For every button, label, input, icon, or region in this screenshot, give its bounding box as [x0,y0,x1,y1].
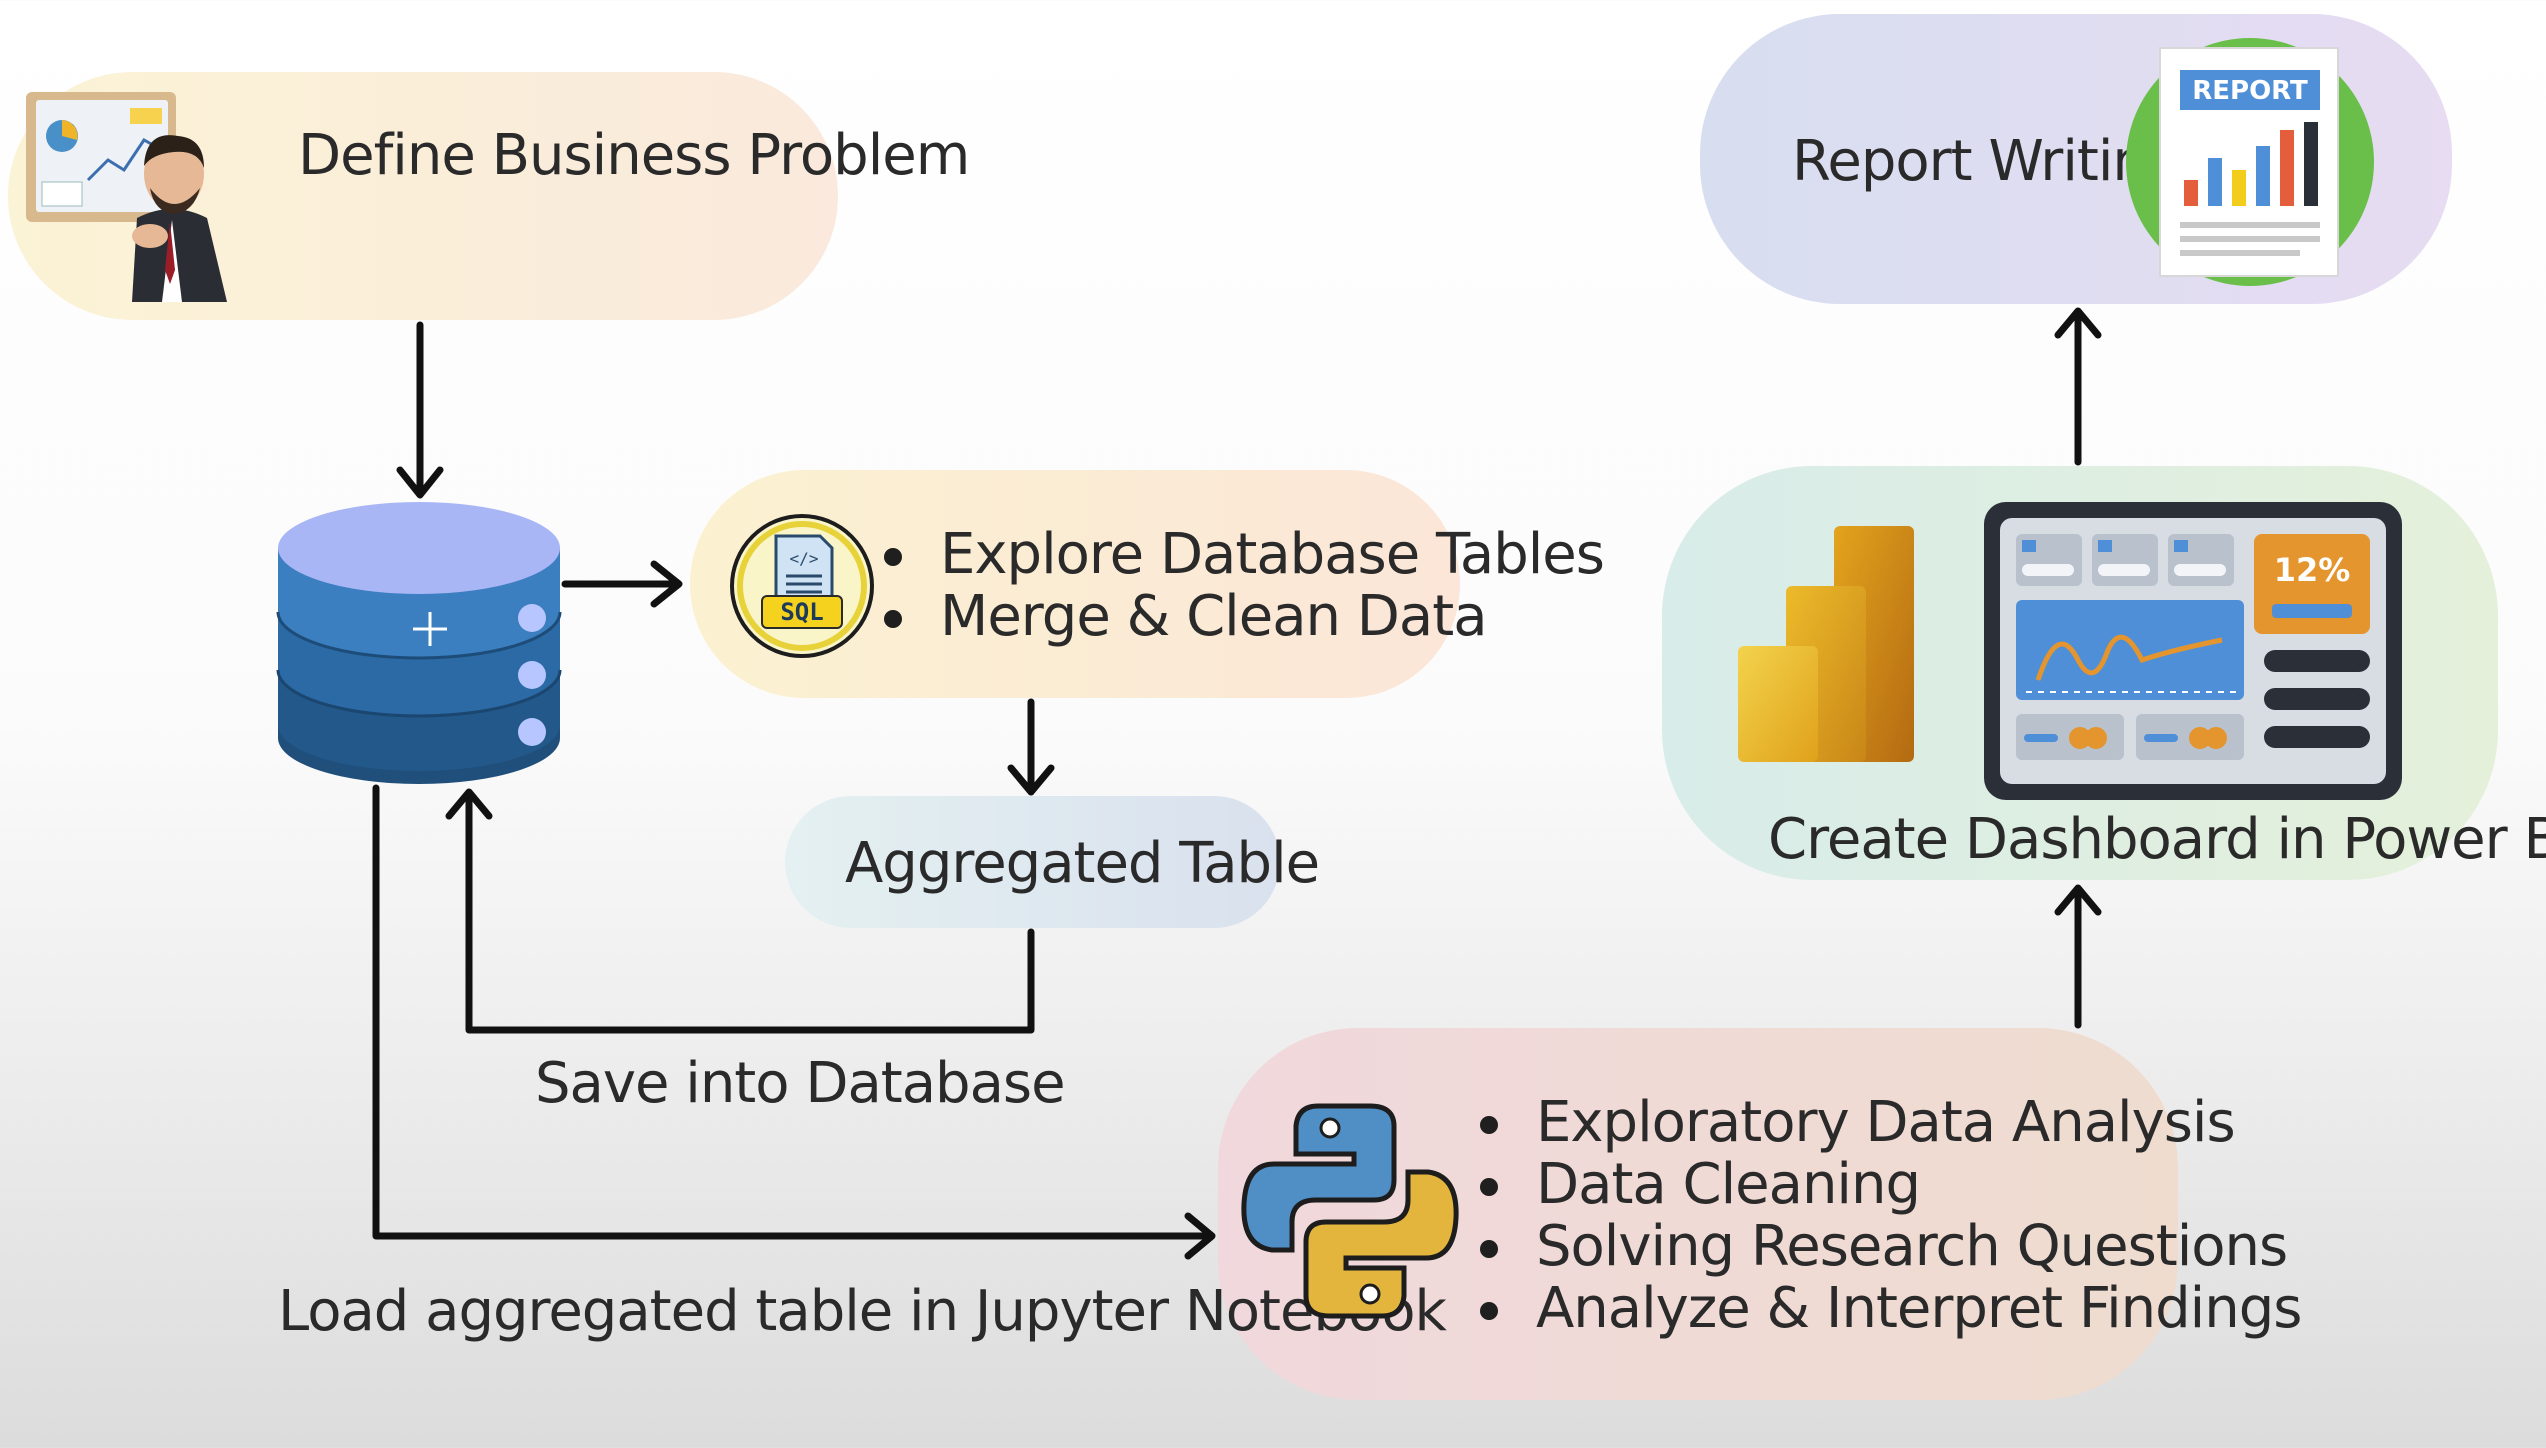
bullet-analyze-findings: Analyze & Interpret Findings [1474,1278,2302,1340]
report-badge-label: REPORT [2192,76,2308,106]
save-into-database-label: Save into Database [535,1051,1066,1116]
bullet-eda: Exploratory Data Analysis [1474,1092,2301,1154]
create-dashboard-label: Create Dashboard in Power BI [1768,807,2546,872]
report-writing-label: Report Writing [1792,129,2182,194]
load-table-label: Load aggregated table in Jupyter Noteboo… [278,1279,1447,1344]
define-problem-label: Define Business Problem [298,123,970,188]
bullet-explore-tables: Explore Database Tables [878,524,1605,586]
database-icon [276,500,566,790]
powerbi-logo-icon [1738,526,1918,764]
python-logo-icon [1238,1100,1462,1322]
bullet-merge-clean: Merge & Clean Data [878,586,1604,648]
sql-file-icon: </> SQL [728,512,876,660]
python-pill [1218,1028,2178,1400]
report-document-icon: REPORT [2122,30,2378,286]
bullet-data-cleaning: Data Cleaning [1474,1154,2301,1216]
svg-text:</>: </> [790,549,819,568]
bullet-research-questions: Solving Research Questions [1474,1216,2301,1278]
python-bullets: Exploratory Data Analysis Data Cleaning … [1474,1092,2302,1340]
dashboard-tablet-icon: 12% [1982,500,2404,802]
dashboard-kpi-value: 12% [2273,551,2351,589]
explore-bullets: Explore Database Tables Merge & Clean Da… [878,524,1605,648]
aggregated-table-label: Aggregated Table [845,831,1320,896]
sql-badge-label: SQL [780,598,824,626]
aggregated-table-pill [785,796,1280,928]
business-person-icon [22,70,282,310]
